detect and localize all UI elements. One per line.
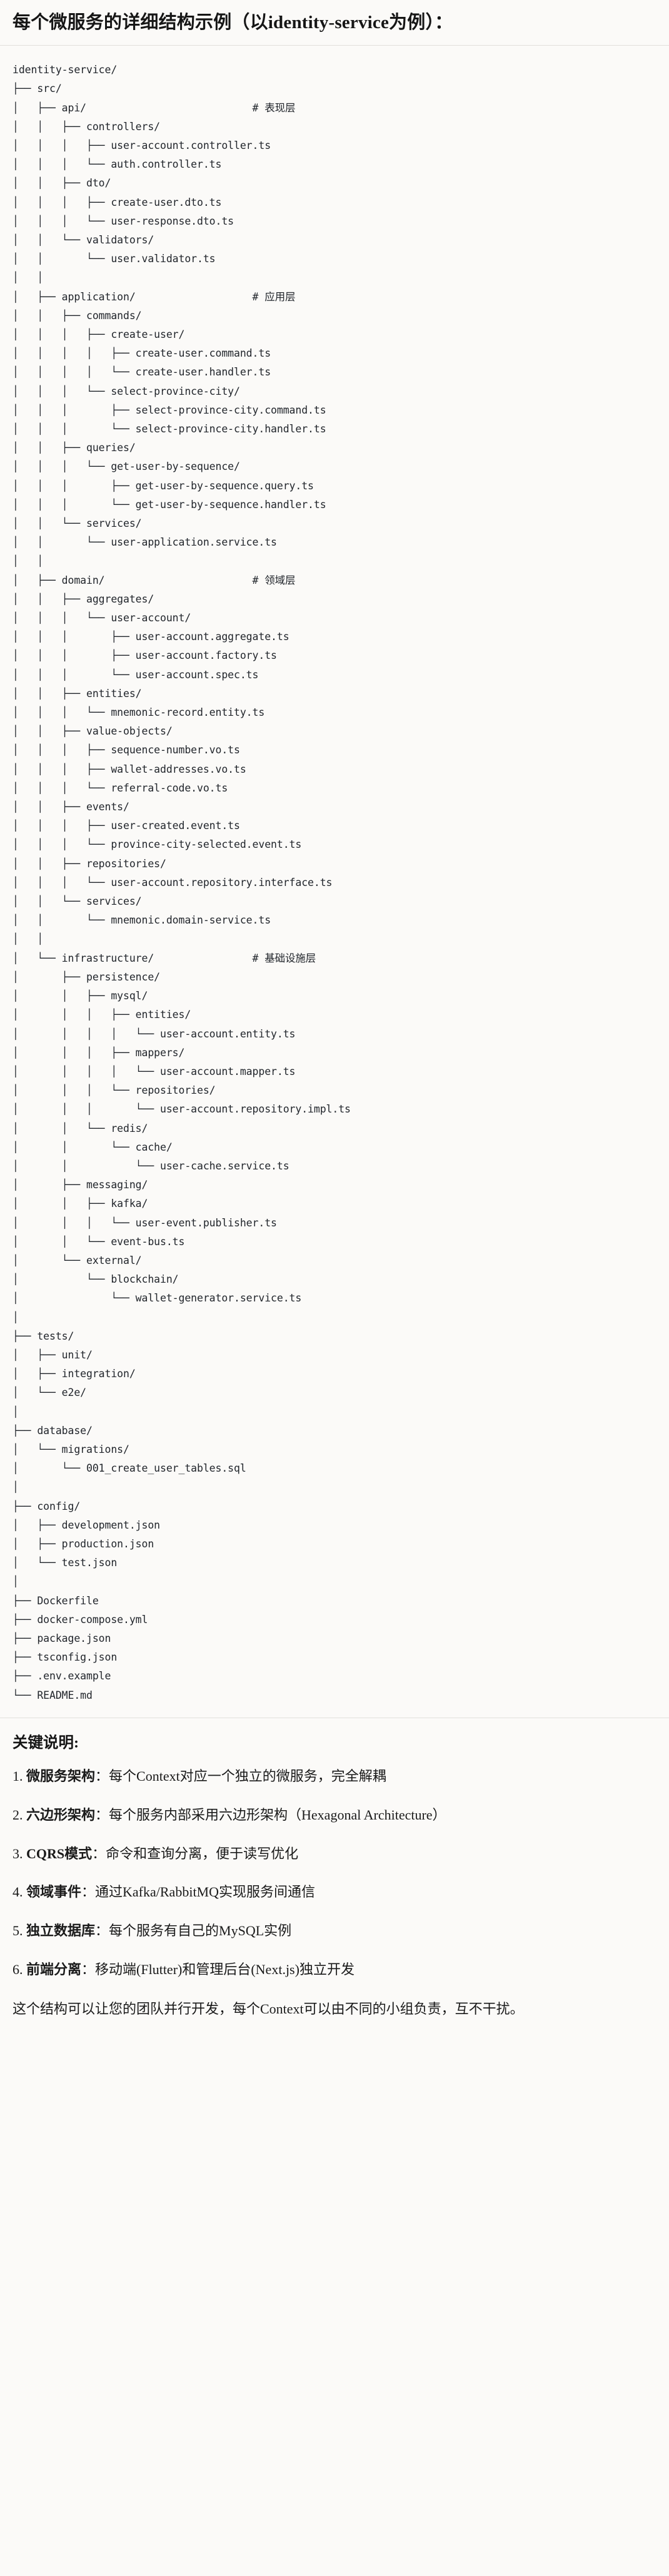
key-note-item: 六边形架构：每个服务内部采用六边形架构（Hexagonal Architectu… (13, 1805, 656, 1825)
key-note-term: CQRS模式 (26, 1845, 93, 1861)
page-title: 每个微服务的详细结构示例（以identity-service为例）： (13, 13, 453, 33)
key-note-term: 六边形架构 (26, 1806, 96, 1823)
document-page: 每个微服务的详细结构示例（以identity-service为例）： ident… (0, 0, 669, 2035)
key-note-term: 独立数据库 (26, 1923, 96, 1939)
key-note-separator: ： (95, 1768, 109, 1784)
key-notes-title: 关键说明: (13, 1734, 79, 1751)
key-note-item: CQRS模式：命令和查询分离，便于读写优化 (13, 1844, 656, 1864)
key-note-item: 独立数据库：每个服务有自己的MySQL实例 (13, 1921, 656, 1941)
key-notes-list: 微服务架构：每个Context对应一个独立的微服务，完全解耦六边形架构：每个服务… (13, 1766, 656, 1980)
heading-divider (0, 45, 669, 46)
key-note-description: 每个服务有自己的MySQL实例 (109, 1923, 292, 1939)
key-note-term: 微服务架构 (26, 1768, 96, 1784)
key-note-item: 微服务架构：每个Context对应一个独立的微服务，完全解耦 (13, 1766, 656, 1786)
key-note-description: 每个Context对应一个独立的微服务，完全解耦 (109, 1768, 386, 1784)
closing-paragraph: 这个结构可以让您的团队并行开发，每个Context可以由不同的小组负责，互不干扰… (13, 2001, 524, 2017)
key-note-separator: ： (92, 1845, 106, 1861)
key-note-term: 领域事件 (26, 1884, 82, 1900)
key-note-description: 每个服务内部采用六边形架构（Hexagonal Architecture） (109, 1806, 446, 1823)
key-note-item: 前端分离：移动端(Flutter)和管理后台(Next.js)独立开发 (13, 1960, 656, 1980)
key-note-description: 移动端(Flutter)和管理后台(Next.js)独立开发 (95, 1962, 355, 1978)
key-note-separator: ： (95, 1806, 109, 1823)
key-note-description: 命令和查询分离，便于读写优化 (106, 1845, 299, 1861)
key-note-separator: ： (95, 1923, 109, 1939)
key-note-separator: ： (81, 1962, 96, 1978)
directory-tree-block: identity-service/ ├── src/ │ ├── api/ # … (0, 46, 669, 1718)
key-note-separator: ： (81, 1884, 96, 1900)
key-notes-section: 关键说明: 微服务架构：每个Context对应一个独立的微服务，完全解耦六边形架… (0, 1718, 669, 2035)
directory-tree: identity-service/ ├── src/ │ ├── api/ # … (13, 64, 351, 1701)
key-note-item: 领域事件：通过Kafka/RabbitMQ实现服务间通信 (13, 1882, 656, 1902)
key-note-term: 前端分离 (26, 1962, 82, 1978)
key-note-description: 通过Kafka/RabbitMQ实现服务间通信 (95, 1884, 315, 1900)
